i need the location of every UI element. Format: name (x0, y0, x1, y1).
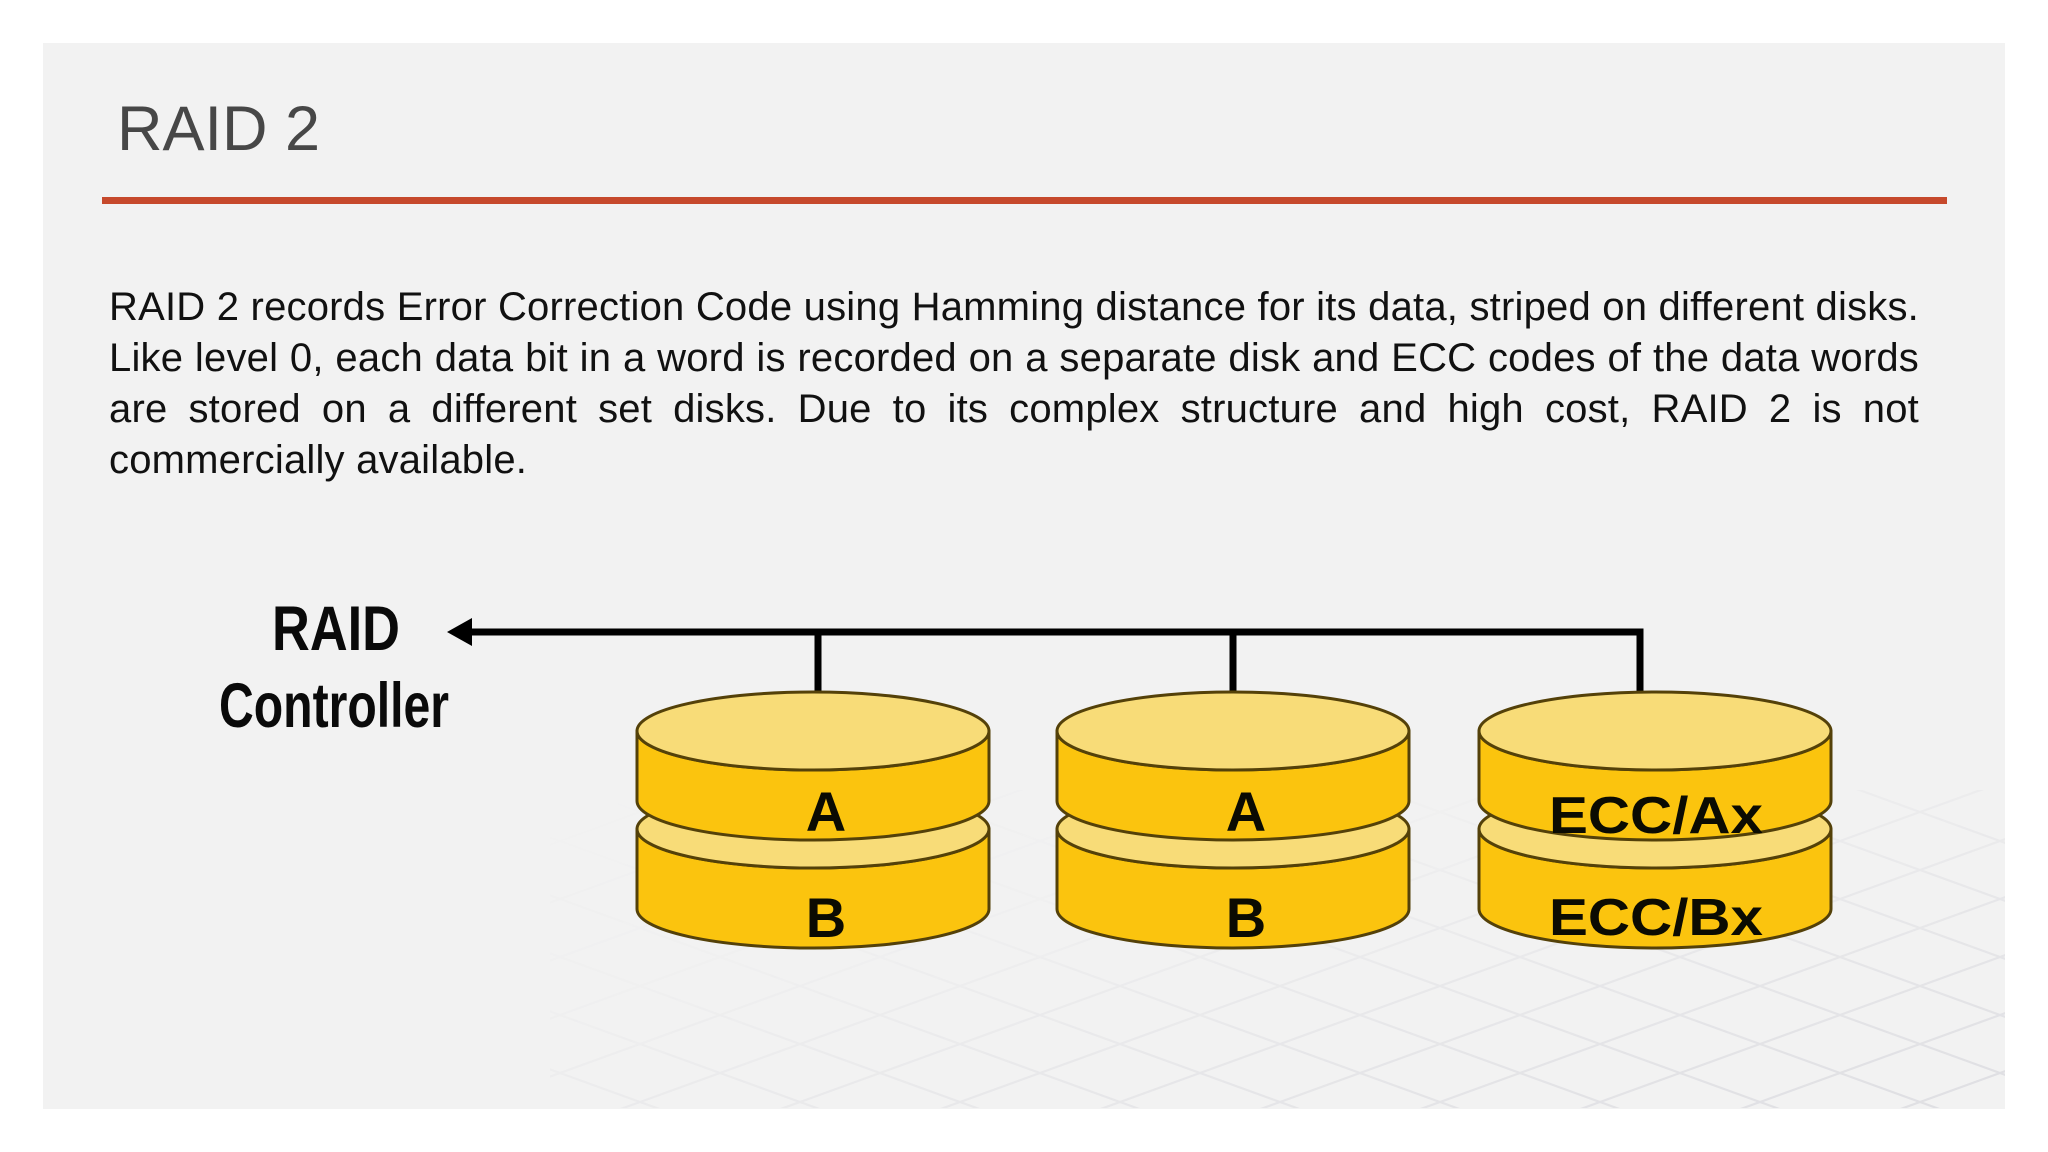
disk2-top-label: A (1226, 780, 1266, 843)
raid2-diagram: RAID Controller A B A B ECC/Ax (219, 594, 2005, 1108)
title-underline (102, 197, 1947, 204)
disk2-bottom-label: B (1226, 886, 1266, 949)
page-title: RAID 2 (117, 94, 321, 164)
controller-bus (447, 618, 1644, 728)
disk-stack-1: A B (635, 690, 991, 950)
body-paragraph: RAID 2 records Error Correction Code usi… (109, 285, 1919, 482)
disk-stack-2: A B (1055, 690, 1411, 950)
controller-label-line1: RAID (272, 594, 400, 664)
disk-stack-3: ECC/Ax ECC/Bx (1477, 690, 1833, 950)
controller-label-line2: Controller (219, 671, 449, 741)
disk1-bottom-label: B (806, 886, 846, 949)
slide: RAID 2 RAID 2 records Error Correction C… (43, 43, 2005, 1109)
controller-label: RAID Controller (219, 594, 449, 741)
disk3-bottom-label: ECC/Bx (1549, 889, 1763, 947)
disk1-top-label: A (806, 780, 846, 843)
bus-arrowhead-icon (447, 618, 472, 646)
disk3-top-label: ECC/Ax (1549, 787, 1763, 845)
bus-lines (468, 628, 1644, 728)
